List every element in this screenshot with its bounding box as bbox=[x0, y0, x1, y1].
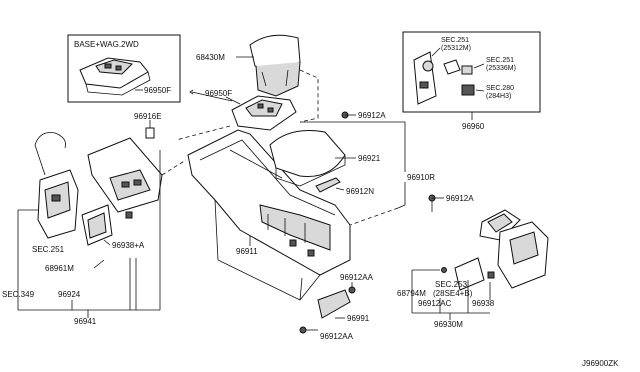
label-96930M: 96930M bbox=[434, 320, 463, 329]
label-96921: 96921 bbox=[358, 154, 381, 163]
label-96950F-inset: 96950F bbox=[144, 86, 171, 95]
bolt-96912AA-lower: 96912AA bbox=[299, 326, 354, 341]
label-sec251-left: SEC.251 bbox=[32, 245, 65, 254]
label-96938: 96938 bbox=[472, 299, 495, 308]
label-96960: 96960 bbox=[462, 122, 485, 131]
guide-plate bbox=[175, 125, 231, 141]
clip-96916E: 96916E bbox=[134, 112, 162, 139]
label-96950F: 96950F bbox=[205, 89, 232, 98]
inset-ref-3-line2: (284H3) bbox=[486, 93, 511, 100]
inset-ref-2-line2: (25336M) bbox=[486, 65, 516, 72]
armrest-pad-96921: 96921 bbox=[269, 130, 381, 187]
label-96912AA-lower: 96912AA bbox=[320, 332, 354, 341]
label-96912AA-upper: 96912AA bbox=[340, 273, 374, 282]
bracket-96912N: 96912N bbox=[315, 177, 374, 196]
inset-base-wag-2wd: BASE+WAG.2WD 96950F bbox=[67, 34, 181, 103]
callout-96930M: 96930M bbox=[411, 269, 491, 329]
label-sec253-sub: (28SE4+B) bbox=[433, 289, 473, 298]
label-96912AC: 96912AC bbox=[418, 299, 452, 308]
callout-96941: 96941 bbox=[17, 150, 161, 326]
console-body-96911: 96911 bbox=[187, 129, 351, 301]
callout-96910R: 96910R bbox=[300, 121, 435, 226]
shifter-plate-96950F: 96950F bbox=[189, 89, 297, 131]
label-96912N: 96912N bbox=[346, 187, 374, 196]
bolt-96912AA-upper: 96912AA bbox=[340, 273, 374, 294]
inset-ref-1-line2: (25312M) bbox=[441, 45, 471, 52]
harness-cable bbox=[34, 132, 66, 149]
shifter-finisher-assembly bbox=[34, 132, 163, 246]
guide-lid bbox=[299, 69, 319, 123]
label-96910R: 96910R bbox=[407, 173, 435, 182]
label-96912A-top: 96912A bbox=[358, 111, 386, 120]
inset-left-frame bbox=[67, 34, 181, 103]
inset-left-title: BASE+WAG.2WD bbox=[74, 40, 139, 49]
screw-96912A-right: 96912A bbox=[428, 194, 474, 212]
screw-96912A-top: 96912A bbox=[341, 111, 386, 120]
bracket-96991: 96991 bbox=[317, 289, 370, 323]
label-96991: 96991 bbox=[347, 314, 370, 323]
guide-finisher bbox=[161, 159, 187, 176]
inset-switch-panel: SEC.251 (25312M) SEC.251 (25336M) SEC.28… bbox=[402, 31, 541, 131]
label-96941: 96941 bbox=[74, 317, 97, 326]
shifter-trim-inset-drawing bbox=[79, 57, 151, 96]
rear-finisher-assembly bbox=[441, 209, 549, 291]
label-96912A-right: 96912A bbox=[446, 194, 474, 203]
diagram-code: J96900ZK bbox=[582, 359, 619, 368]
inset-ref-3-line1: SEC.280 bbox=[486, 85, 514, 92]
label-68430M: 68430M bbox=[196, 53, 225, 62]
label-96916E: 96916E bbox=[134, 112, 162, 121]
label-sec253: SEC.253 bbox=[435, 280, 468, 289]
label-96911: 96911 bbox=[236, 247, 258, 256]
label-68961M: 68961M bbox=[45, 264, 74, 273]
inset-ref-2-line1: SEC.251 bbox=[486, 57, 514, 64]
label-96938A: 96938+A bbox=[112, 241, 145, 250]
inset-right-frame bbox=[402, 31, 541, 113]
armrest-cover-68430M: 68430M bbox=[196, 34, 301, 97]
label-96924: 96924 bbox=[58, 290, 81, 299]
inset-ref-1-line1: SEC.251 bbox=[441, 37, 469, 44]
